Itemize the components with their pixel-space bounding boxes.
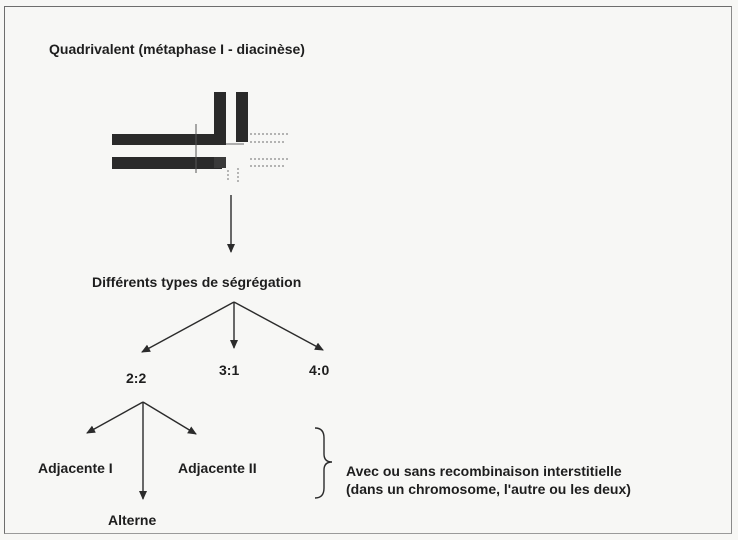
adjacent-2-label: Adjacente II bbox=[178, 460, 257, 476]
alternate-label: Alterne bbox=[108, 512, 157, 528]
arrows bbox=[86, 195, 324, 500]
dotted-chromatid-segments bbox=[227, 133, 290, 182]
figure-title: Quadrivalent (métaphase I - diacinèse) bbox=[49, 41, 305, 57]
recombination-note-line1: Avec ou sans recombinaison interstitiell… bbox=[346, 463, 622, 479]
ratio-2-2-label: 2:2 bbox=[126, 370, 147, 386]
arrow-to-2-2 bbox=[141, 301, 235, 353]
ratio-3-1-label: 3:1 bbox=[219, 362, 240, 378]
curly-brace bbox=[314, 427, 333, 499]
arrow-to-adjacent-2 bbox=[142, 401, 197, 435]
chromosome-vertical-left bbox=[214, 92, 226, 145]
figure-frame bbox=[4, 6, 732, 534]
chromosome-horizontal-top bbox=[112, 134, 226, 145]
ratio-4-0-label: 4:0 bbox=[309, 362, 330, 378]
segregation-types-label: Différents types de ségrégation bbox=[92, 274, 302, 290]
chromosome-stub-bottom bbox=[214, 157, 226, 168]
chromosome-horizontal-bottom bbox=[112, 157, 222, 169]
adjacent-1-label: Adjacente I bbox=[38, 460, 113, 476]
arrow-to-4-0 bbox=[233, 301, 324, 351]
chromosome-vertical-right bbox=[236, 92, 248, 142]
arrow-to-adjacent-1 bbox=[86, 401, 144, 434]
quadrivalent-figure bbox=[112, 92, 290, 182]
recombination-note-line2: (dans un chromosome, l'autre ou les deux… bbox=[346, 481, 631, 497]
